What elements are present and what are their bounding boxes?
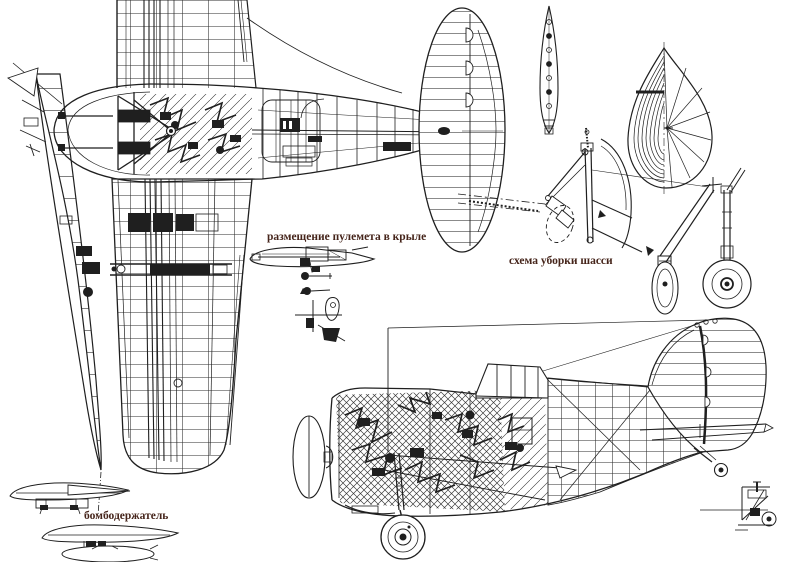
side-tailplane xyxy=(639,423,774,441)
tail-wheel xyxy=(693,445,729,478)
label-gear-scheme: схема уборки шасси xyxy=(509,255,613,267)
wing-gun-bay xyxy=(110,263,232,276)
plan-tailplane xyxy=(418,7,506,253)
bomb-on-rack xyxy=(41,524,180,562)
canopy xyxy=(475,363,549,399)
plan-starboard-wing xyxy=(116,0,403,94)
elevator-cutouts xyxy=(465,27,474,108)
section-contours xyxy=(633,55,665,183)
propeller-blade-view xyxy=(539,5,559,135)
gun-cartridge-details xyxy=(300,272,332,295)
antenna-wire xyxy=(387,319,709,329)
machinery-blobs xyxy=(358,410,524,476)
main-landing-gear xyxy=(380,452,426,560)
antenna-wire-2 xyxy=(542,323,699,372)
engine-bay-plan xyxy=(140,94,252,174)
wing-gun-detail xyxy=(249,246,376,342)
label-wing-gun: размещение пулемета в крыле xyxy=(267,231,426,243)
gun-mount-bracket xyxy=(295,297,346,342)
edge-view-fittings xyxy=(76,246,100,297)
side-propeller xyxy=(292,415,334,499)
wing-dark-cells xyxy=(128,213,194,232)
bomb-rack-wing-section xyxy=(9,482,131,515)
fin-and-rudder xyxy=(647,317,767,453)
label-bomb-rack: бомбодержатель xyxy=(84,510,168,522)
plan-port-wing xyxy=(110,178,253,475)
gear-retraction-diagram xyxy=(457,127,752,315)
side-view xyxy=(292,317,774,560)
fuselage-cross-sections xyxy=(627,42,713,194)
plan-view xyxy=(53,0,506,475)
starboard-spar-band xyxy=(143,0,175,88)
tailwheel-detail xyxy=(700,481,777,531)
gear-leg-front-view xyxy=(702,167,752,309)
section-radials xyxy=(663,49,712,188)
retracted-wheel-outline xyxy=(545,205,575,243)
bomb-rack-details xyxy=(9,482,180,562)
gear-leg-side-view xyxy=(651,255,679,315)
wing-edge-view xyxy=(7,62,102,517)
pilot-seat xyxy=(511,417,533,445)
